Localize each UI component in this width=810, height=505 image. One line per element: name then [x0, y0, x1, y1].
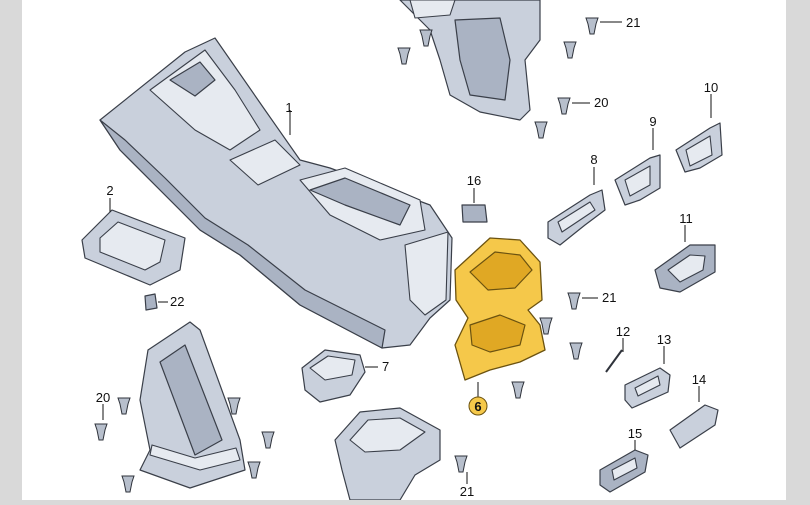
part-14-cover[interactable]: [669, 386, 719, 449]
part-13-switch-panel[interactable]: [624, 346, 671, 409]
part-15-switch[interactable]: [599, 440, 649, 493]
part-2-gear-trim-frame[interactable]: [81, 198, 186, 286]
part-1-center-console[interactable]: [99, 37, 453, 349]
label-8: 8: [590, 152, 597, 167]
label-20-top: 20: [594, 95, 608, 110]
part-9-trim-strip[interactable]: [614, 128, 661, 206]
label-15: 15: [628, 426, 642, 441]
label-11: 11: [679, 211, 693, 226]
part-20-screw-left[interactable]: [94, 397, 131, 441]
lower-center-housing[interactable]: [334, 407, 441, 501]
part-6-highlighted-trim[interactable]: [454, 237, 546, 397]
screw-set-middle[interactable]: [454, 292, 598, 484]
part-8-trim-strip[interactable]: [547, 167, 606, 246]
label-9: 9: [649, 114, 656, 129]
label-16: 16: [467, 173, 481, 188]
label-12: 12: [616, 324, 630, 339]
label-2: 2: [106, 183, 113, 198]
lower-support-bracket[interactable]: [139, 321, 246, 489]
label-1: 1: [285, 100, 292, 115]
label-20-left: 20: [96, 390, 110, 405]
part-22-clip[interactable]: [144, 293, 168, 311]
part-12-pin[interactable]: [605, 338, 624, 373]
part-7-cup-insert[interactable]: [301, 349, 378, 403]
label-22: 22: [170, 294, 184, 309]
label-21-bottom: 21: [460, 484, 474, 499]
label-10: 10: [704, 80, 718, 95]
label-6: 6: [474, 399, 481, 414]
screw-set-bottom[interactable]: [121, 397, 275, 493]
label-21-top: 21: [626, 15, 640, 30]
label-6-highlight-badge: [468, 396, 488, 416]
part-10-trim-strip[interactable]: [675, 94, 723, 173]
label-7: 7: [382, 359, 389, 374]
part-16-spring[interactable]: [461, 188, 488, 223]
upper-rear-bracket[interactable]: [399, 0, 541, 121]
label-13: 13: [657, 332, 671, 347]
part-11-vent[interactable]: [654, 225, 716, 293]
screw-set-top[interactable]: [397, 17, 622, 139]
label-21-middle: 21: [602, 290, 616, 305]
label-14: 14: [692, 372, 706, 387]
